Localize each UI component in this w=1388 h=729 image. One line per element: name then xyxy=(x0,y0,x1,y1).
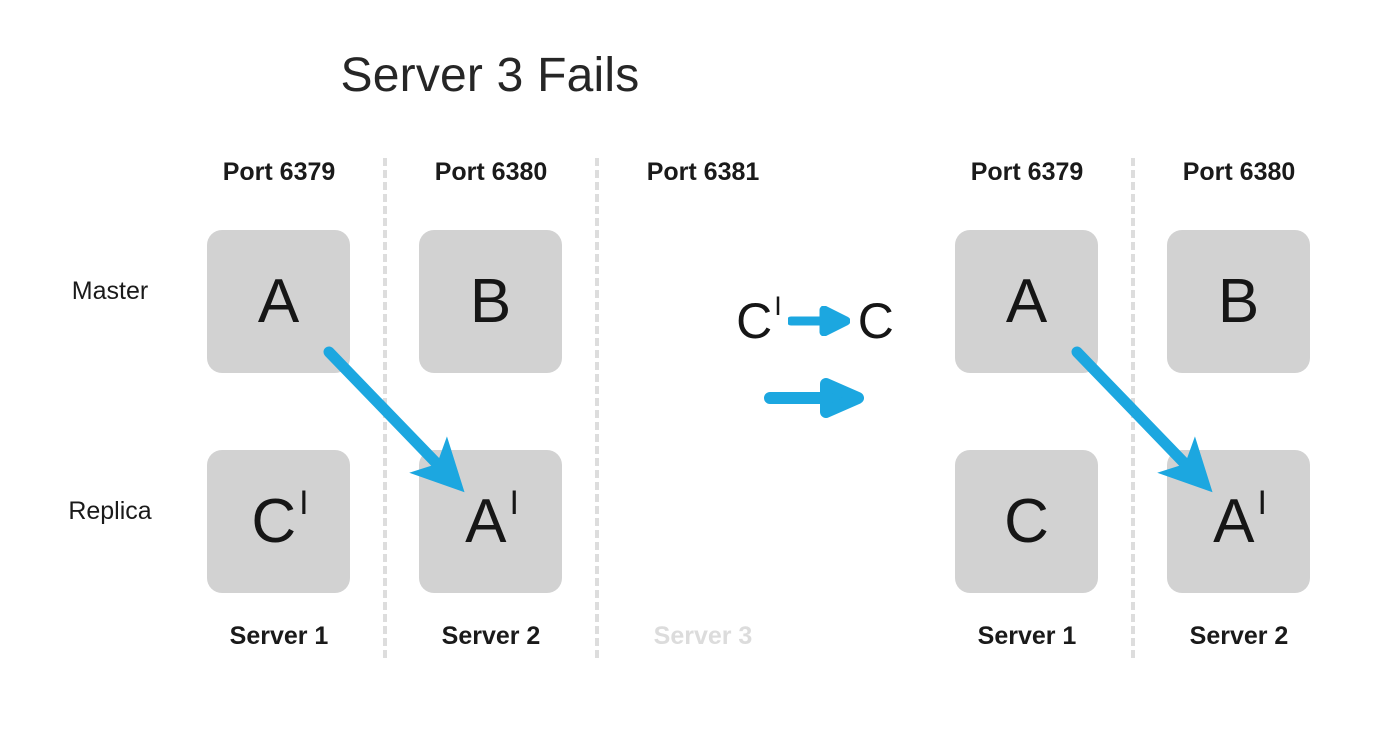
server-label: Server 2 xyxy=(441,622,541,650)
node-label: A xyxy=(1005,266,1048,336)
node-label: CI xyxy=(251,483,309,556)
row-label-replica: Replica xyxy=(68,497,152,525)
node-label: B xyxy=(1217,266,1260,336)
server-column-before-2: Port 6380 B AI Server 2 xyxy=(411,158,571,658)
prime-mark: I xyxy=(299,483,309,522)
node-box-master[interactable]: A xyxy=(955,230,1098,373)
server-column-after-2: Port 6380 B AI Server 2 xyxy=(1159,158,1319,658)
node-box-master[interactable]: B xyxy=(1167,230,1310,373)
server-label: Server 2 xyxy=(1189,622,1289,650)
server-column-after-1: Port 6379 A C Server 1 xyxy=(947,158,1107,658)
node-label: AI xyxy=(1213,483,1267,556)
promotion-note-to: C xyxy=(857,293,894,349)
port-label: Port 6380 xyxy=(434,158,548,186)
node-box-master[interactable]: A xyxy=(207,230,350,373)
server-label: Server 1 xyxy=(229,622,329,650)
node-label: C xyxy=(1004,486,1049,556)
node-box-replica[interactable]: C xyxy=(955,450,1098,593)
column-divider xyxy=(595,158,599,658)
transition-group: CI C xyxy=(700,290,930,440)
promotion-note: CI C xyxy=(700,290,930,352)
server-label: Server 1 xyxy=(977,622,1077,650)
server-column-before-3-failed: Port 6381 Server 3 xyxy=(623,158,783,658)
row-label-master: Master xyxy=(71,277,149,305)
column-divider xyxy=(1131,158,1135,658)
port-label: Port 6381 xyxy=(646,158,760,186)
promotion-note-from: CI xyxy=(736,291,782,349)
node-box-master[interactable]: B xyxy=(419,230,562,373)
column-divider xyxy=(383,158,387,658)
port-label: Port 6379 xyxy=(222,158,336,186)
transition-big-arrow xyxy=(764,378,864,423)
server-label-failed: Server 3 xyxy=(653,622,753,650)
node-label: A xyxy=(257,266,300,336)
node-box-replica[interactable]: CI xyxy=(207,450,350,593)
server-column-before-1: Port 6379 A CI Server 1 xyxy=(199,158,359,658)
right-arrow-icon xyxy=(787,306,850,336)
port-label: Port 6379 xyxy=(970,158,1084,186)
prime-mark: I xyxy=(774,291,782,322)
port-label: Port 6380 xyxy=(1182,158,1296,186)
node-box-replica[interactable]: AI xyxy=(419,450,562,593)
prime-mark: I xyxy=(1257,483,1267,522)
node-label: B xyxy=(469,266,512,336)
node-label: AI xyxy=(465,483,519,556)
prime-mark: I xyxy=(509,483,519,522)
page-title: Server 3 Fails xyxy=(340,49,640,102)
node-box-replica[interactable]: AI xyxy=(1167,450,1310,593)
